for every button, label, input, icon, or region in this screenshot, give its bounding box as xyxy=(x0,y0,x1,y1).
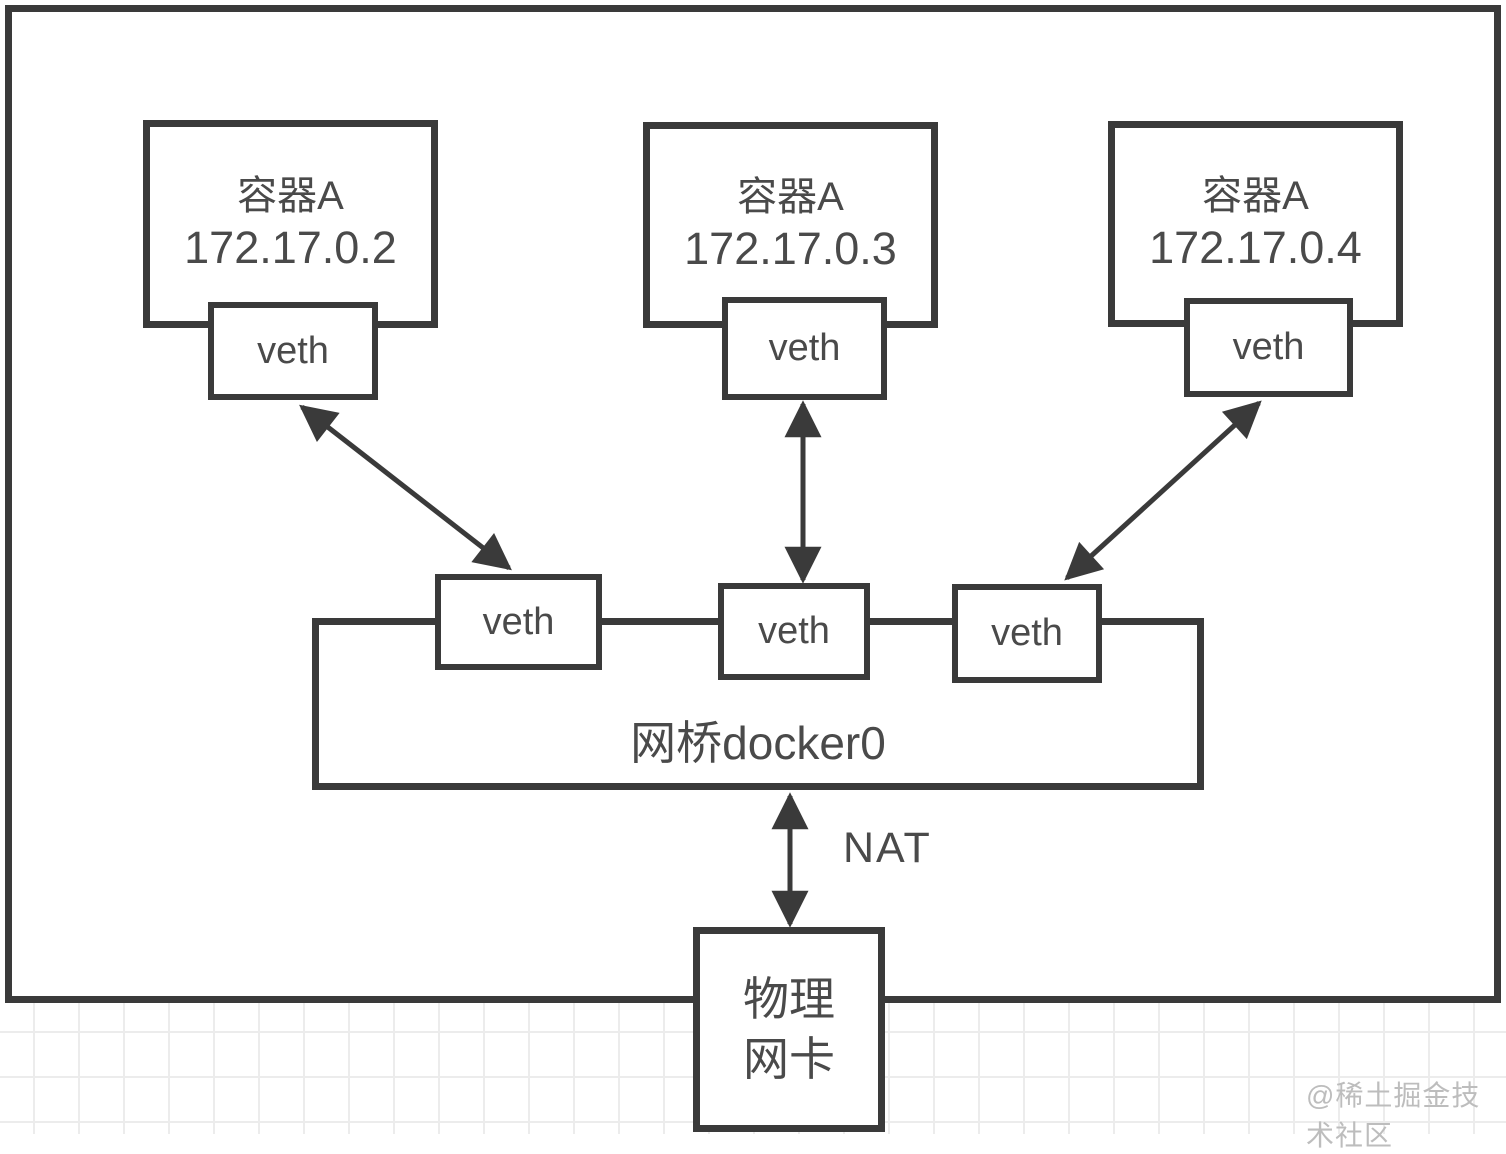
bridge-veth-box-1: veth xyxy=(435,574,602,670)
container-box-3: 容器A 172.17.0.4 xyxy=(1108,121,1403,327)
bridge-veth-box-2: veth xyxy=(718,583,870,680)
container-1-title: 容器A xyxy=(237,173,344,218)
container-3-title: 容器A xyxy=(1202,173,1309,218)
container-1-ip: 172.17.0.2 xyxy=(184,221,397,273)
bridge-docker0-label: 网桥docker0 xyxy=(630,717,886,769)
container-3-veth-label: veth xyxy=(1232,326,1305,368)
container-1-veth-label: veth xyxy=(257,329,329,372)
container-box-1: 容器A 172.17.0.2 xyxy=(143,120,438,328)
bridge-veth-3-label: veth xyxy=(991,612,1063,654)
physical-nic-label-line1: 物理 xyxy=(743,972,835,1025)
container-2-veth-box: veth xyxy=(722,297,887,400)
physical-nic-label-line2: 网卡 xyxy=(743,1032,835,1085)
watermark-text: @稀土掘金技术社区 xyxy=(1306,1080,1481,1151)
container-3-ip: 172.17.0.4 xyxy=(1149,221,1362,273)
container-3-veth-box: veth xyxy=(1184,298,1353,397)
nat-label: NAT xyxy=(843,824,932,872)
container-2-ip: 172.17.0.3 xyxy=(684,222,897,274)
container-1-veth-box: veth xyxy=(208,302,378,400)
bridge-veth-box-3: veth xyxy=(952,584,1102,683)
bridge-veth-2-label: veth xyxy=(758,610,830,652)
bridge-veth-1-label: veth xyxy=(482,600,555,643)
container-2-title: 容器A xyxy=(737,174,844,219)
physical-nic-box: 物理 网卡 xyxy=(693,927,885,1132)
container-2-veth-label: veth xyxy=(768,327,841,369)
